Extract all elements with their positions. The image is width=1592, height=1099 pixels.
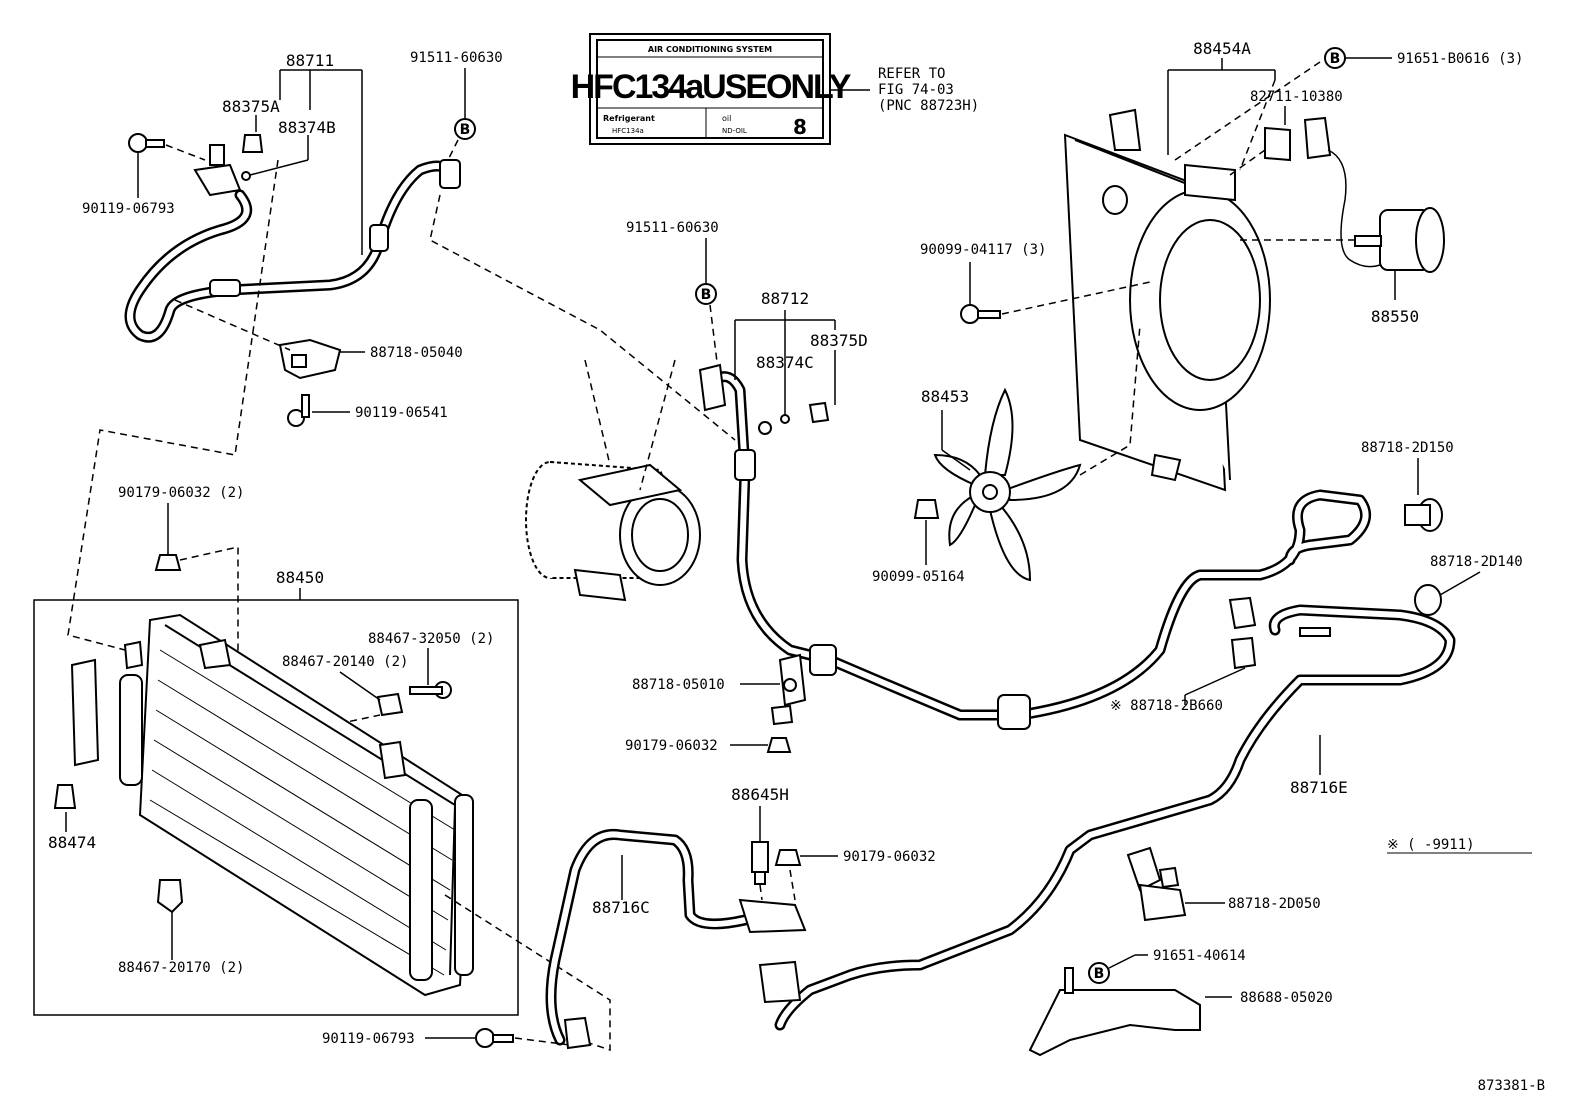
- label-88450: 88450: [276, 568, 324, 587]
- callout-b-bottom-icon: [1088, 962, 1110, 984]
- callout-b-mid-icon: [695, 283, 717, 305]
- bolt-90119-06541: [287, 394, 310, 427]
- bracket-88718-05040: [278, 338, 342, 380]
- suction-hose-88712: [698, 363, 1372, 730]
- pressure-switch-88645H: [751, 841, 769, 885]
- label-88718-2D140: 88718-2D140: [1430, 554, 1523, 570]
- bolt-88467-32050: [409, 681, 452, 699]
- plate-refrigerant-value: HFC134a: [612, 127, 644, 135]
- label-88454A: 88454A: [1193, 39, 1251, 58]
- label-88716C: 88716C: [592, 898, 650, 917]
- label-88467-32050: 88467-32050 (2): [368, 631, 494, 647]
- plate-oil-number: 8: [793, 115, 807, 139]
- label-88718-2B660: ※ 88718-2B660: [1110, 698, 1223, 714]
- label-88474: 88474: [48, 833, 96, 852]
- discharge-line-88716E: [758, 604, 1456, 1031]
- nut-90179-06032-icon: [154, 554, 182, 571]
- nut-90179-06032-mid-icon: [766, 737, 792, 753]
- label-90119-06793-bottom: 90119-06793: [322, 1031, 415, 1047]
- label-88375A: 88375A: [222, 97, 280, 116]
- bushing-88467-20170: [156, 879, 184, 914]
- fan-motor-88550: [1303, 116, 1445, 273]
- label-91651-B0616: 91651-B0616 (3): [1397, 51, 1523, 67]
- label-88688-05020: 88688-05020: [1240, 990, 1333, 1006]
- bolt-90099-04117: [960, 304, 1001, 324]
- label-88716E: 88716E: [1290, 778, 1348, 797]
- compressor: [525, 461, 701, 602]
- bracket-88718-2D050: [1126, 846, 1187, 922]
- fan-88453: [933, 387, 1082, 582]
- label-90119-06541: 90119-06541: [355, 405, 448, 421]
- plate-oil-label: oil: [722, 114, 731, 123]
- callout-b-right-label: B: [1330, 51, 1341, 67]
- bolt-90119-06793-bottom: [475, 1028, 514, 1048]
- label-88711: 88711: [286, 51, 334, 70]
- label-91511-60630-mid: 91511-60630: [626, 220, 719, 236]
- oring-88374C-icon: [780, 414, 790, 424]
- liquid-line-88716C: [545, 828, 807, 1050]
- nut-90179-06032-right-icon: [774, 849, 802, 866]
- fan-shroud-88454A: [1063, 108, 1271, 492]
- nut-90099-05164-icon: [913, 499, 940, 519]
- clamp-88718-2B660: [1228, 596, 1257, 670]
- label-88453: 88453: [921, 387, 969, 406]
- plate-main-text: HFC134aUSEONLY: [571, 68, 852, 106]
- cap-88375D-icon: [808, 401, 830, 424]
- label-88645H: 88645H: [731, 785, 789, 804]
- refer-note: REFER TO FIG 74-03 (PNC 88723H): [878, 66, 979, 114]
- label-91511-60630-top: 91511-60630: [410, 50, 503, 66]
- label-90179-06032-mid: 90179-06032: [625, 738, 718, 754]
- clamp-88718-05010: [770, 653, 807, 726]
- label-90099-05164: 90099-05164: [872, 569, 965, 585]
- bolt-90119-06793-top: [128, 133, 165, 153]
- bushing-88467-20140-icon: [376, 692, 404, 717]
- condenser-88450: [70, 613, 474, 997]
- figure-number: 873381-B: [1478, 1078, 1545, 1094]
- footnote-text: ※ ( -9911): [1387, 837, 1475, 853]
- label-88375D: 88375D: [810, 331, 868, 350]
- ac-system-label-plate: AIR CONDITIONING SYSTEM HFC134aUSEONLY R…: [571, 33, 854, 145]
- label-90099-04117: 90099-04117 (3): [920, 242, 1046, 258]
- condenser-group-box: [33, 599, 519, 1016]
- bracket-88688-05020: [1028, 967, 1201, 1057]
- label-91651-40614: 91651-40614: [1153, 948, 1246, 964]
- label-88374B: 88374B: [278, 118, 336, 137]
- plate-refrigerant-label: Refrigerant: [603, 114, 655, 123]
- label-88718-05040: 88718-05040: [370, 345, 463, 361]
- callout-b-bottom-label: B: [1094, 966, 1105, 982]
- label-88712: 88712: [761, 289, 809, 308]
- label-88550: 88550: [1371, 307, 1419, 326]
- label-88467-20140: 88467-20140 (2): [282, 654, 408, 670]
- oring-88374B-icon: [241, 171, 251, 181]
- label-90179-06032-right: 90179-06032: [843, 849, 936, 865]
- clip-88718-2D150: [1404, 498, 1443, 532]
- callout-b-icon: [454, 118, 476, 140]
- label-88374C: 88374C: [756, 353, 814, 372]
- callout-b-mid-label: B: [701, 287, 712, 303]
- label-90119-06793-top: 90119-06793: [82, 201, 175, 217]
- plate-header: AIR CONDITIONING SYSTEM: [648, 45, 772, 54]
- refer-note-line2: FIG 74-03: [878, 82, 954, 98]
- clip-88474: [53, 784, 77, 809]
- cap-88375A-icon: [241, 134, 264, 153]
- refer-note-line3: (PNC 88723H): [878, 98, 979, 114]
- connector-82711-10380: [1264, 126, 1291, 162]
- refer-note-line1: REFER TO: [878, 66, 945, 82]
- label-88467-20170: 88467-20170 (2): [118, 960, 244, 976]
- callout-b-label: B: [460, 122, 471, 138]
- label-88718-2D050: 88718-2D050: [1228, 896, 1321, 912]
- plate-oil-value: ND-OIL: [722, 127, 747, 135]
- label-90179-06032-2: 90179-06032 (2): [118, 485, 244, 501]
- label-88718-2D150: 88718-2D150: [1361, 440, 1454, 456]
- discharge-hose-88711: [124, 144, 461, 343]
- clip-88718-2D140: [1414, 584, 1442, 616]
- label-82711-10380: 82711-10380: [1250, 89, 1343, 105]
- label-88718-05010: 88718-05010: [632, 677, 725, 693]
